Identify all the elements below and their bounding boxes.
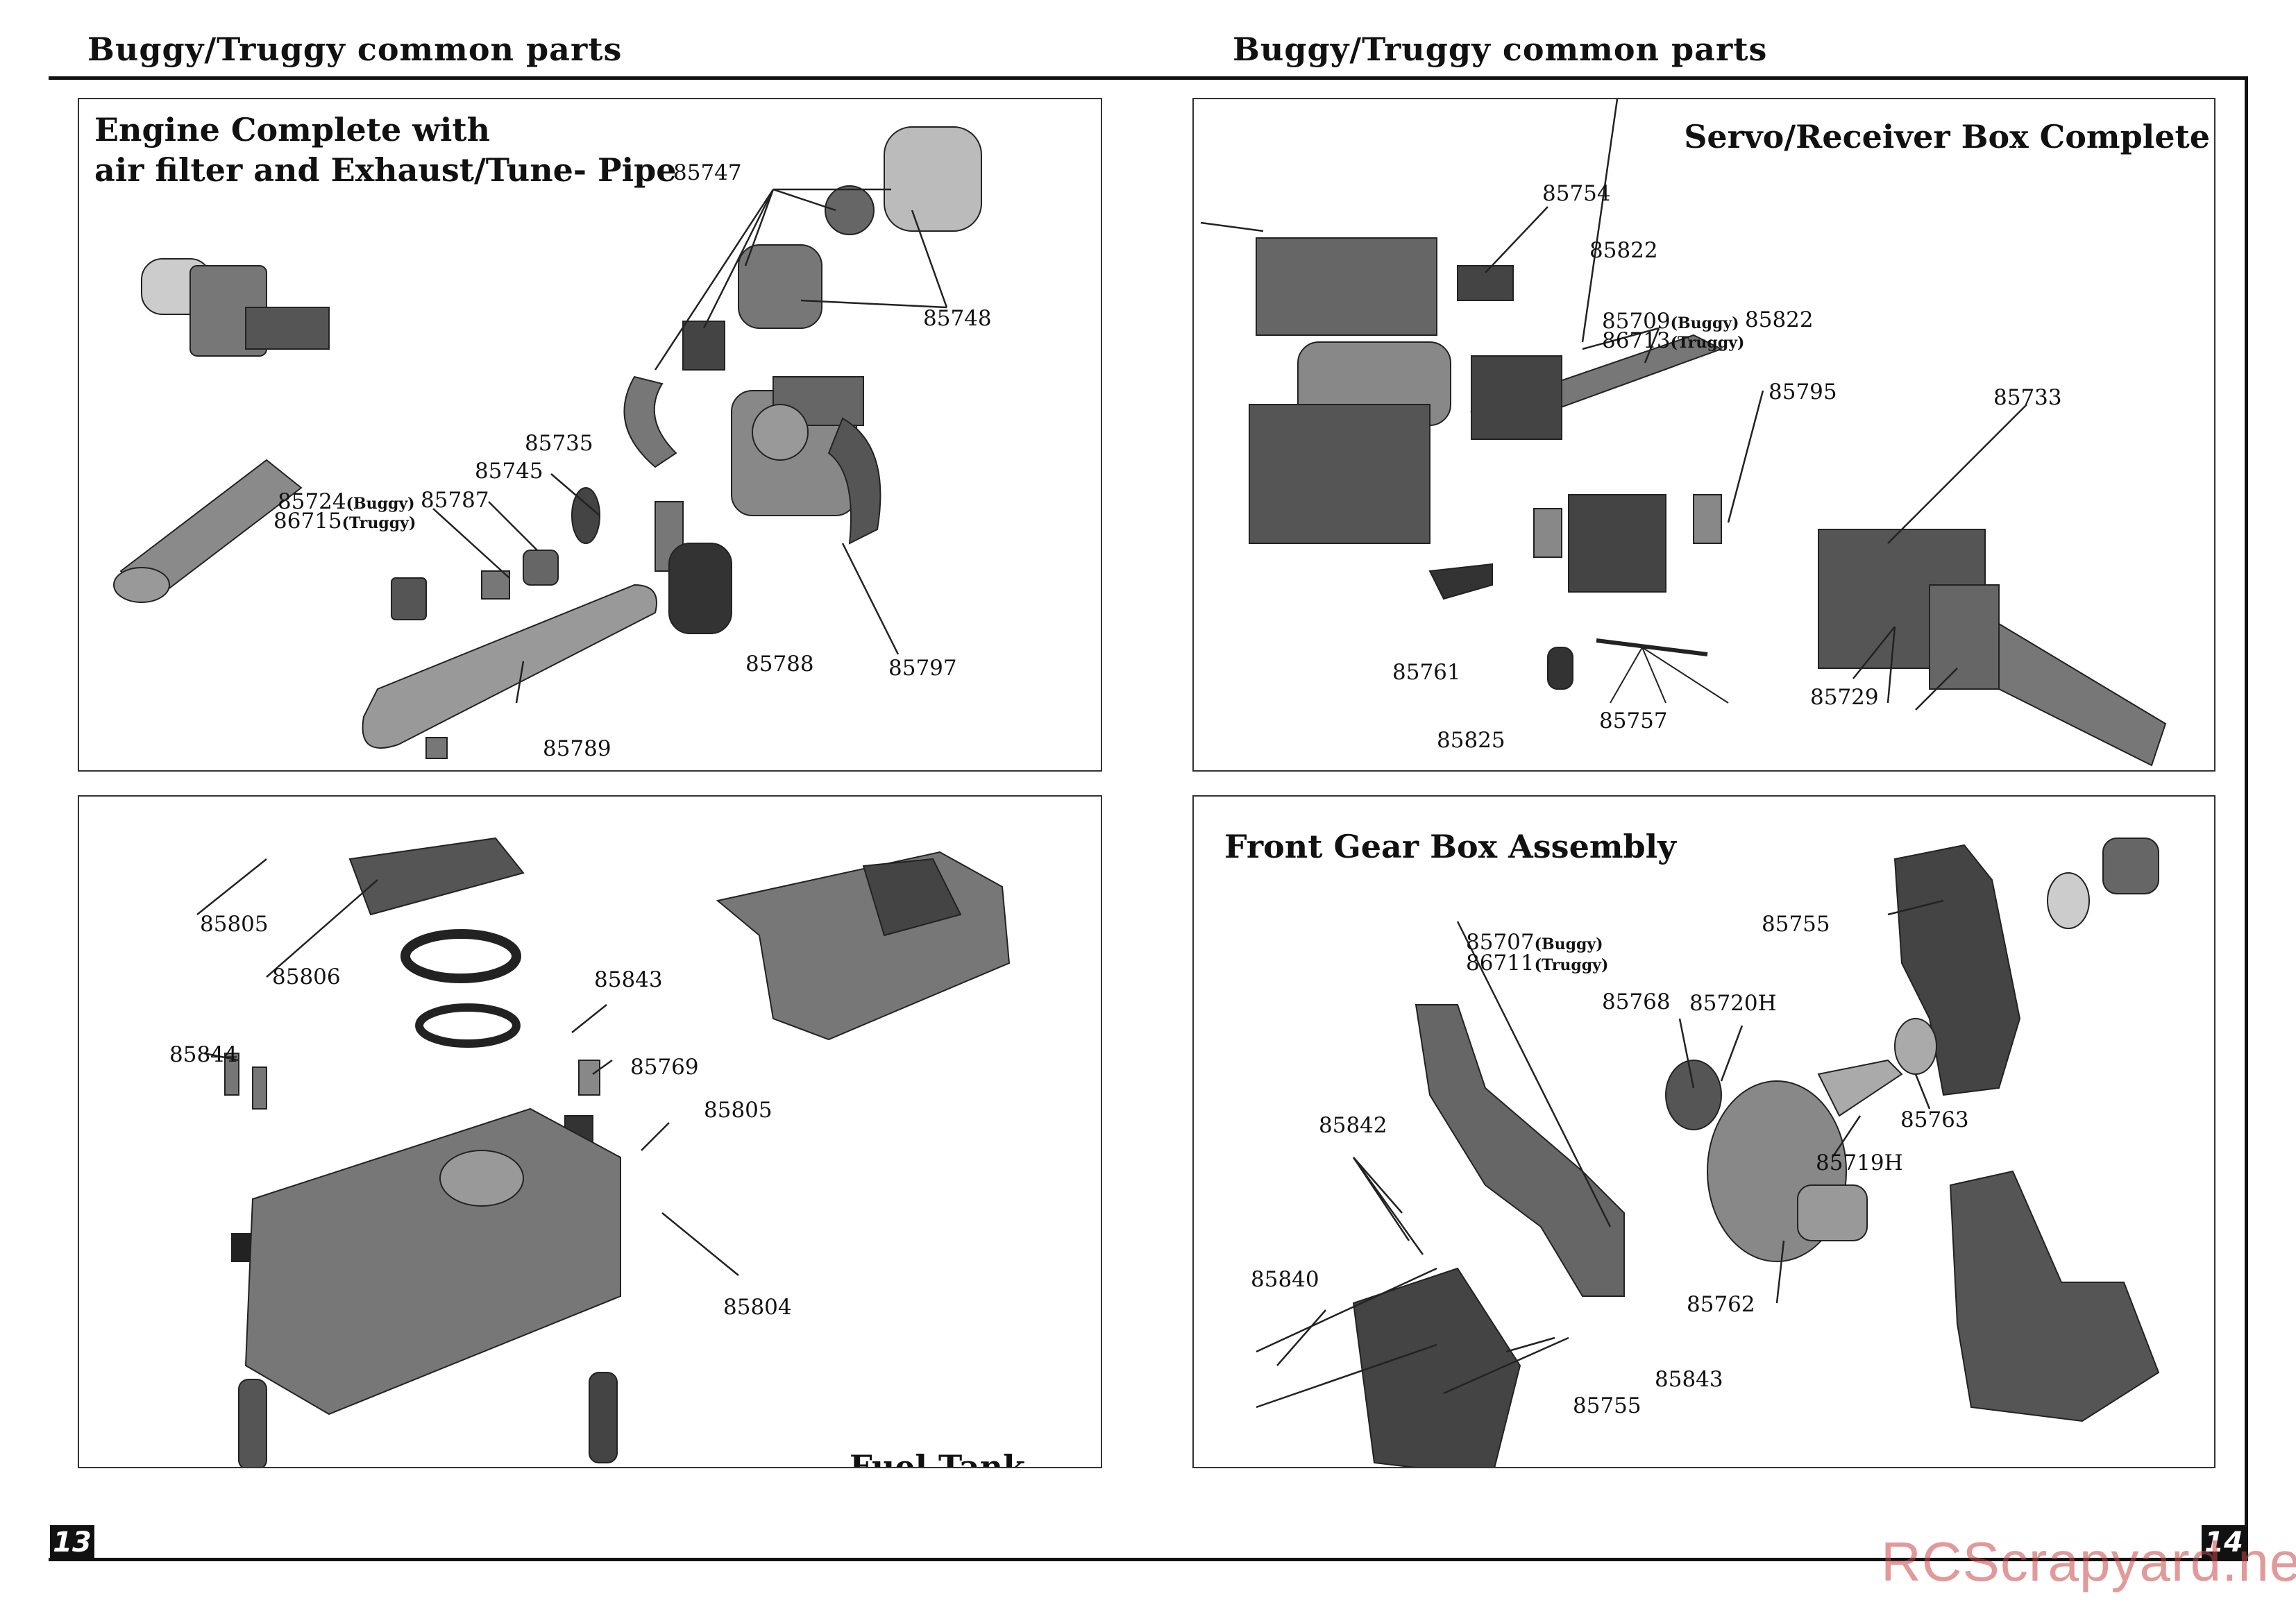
part-label-85755-bottom: 85755: [1573, 1393, 1641, 1418]
buggy-note: (Buggy): [1534, 935, 1603, 953]
part-label-85709: 85709(Buggy): [1602, 309, 1739, 334]
part-label-85769: 85769: [630, 1055, 699, 1080]
part-label-85843: 85843: [1655, 1367, 1723, 1392]
site-watermark: RCScrapyard.net: [1881, 1531, 2296, 1592]
part-label-85762: 85762: [1687, 1292, 1755, 1317]
part-label-85806: 85806: [272, 965, 341, 989]
part-label-85768: 85768: [1602, 989, 1671, 1014]
part-label-85729: 85729: [1810, 685, 1879, 710]
part-label-85719H: 85719H: [1816, 1150, 1903, 1175]
part-label-85843: 85843: [594, 967, 663, 992]
fuel-tank-panel: Fuel Tank 85805 85806 85843 85769 85844 …: [78, 795, 1102, 1468]
engine-panel: Engine Complete with air filter and Exha…: [78, 98, 1102, 772]
part-label-85805-top: 85805: [200, 912, 269, 937]
part-label-85755-top: 85755: [1762, 912, 1830, 937]
part-label-85754: 85754: [1542, 181, 1611, 206]
gearbox-exploded-diagram: [1256, 838, 2160, 1467]
part-label-85789: 85789: [543, 736, 611, 761]
part-label-85787: 85787: [421, 488, 489, 513]
part-label-85707: 85707(Buggy): [1466, 930, 1603, 955]
part-label-85757: 85757: [1599, 708, 1668, 733]
part-label-85748: 85748: [923, 306, 992, 331]
part-label-85804: 85804: [723, 1295, 792, 1320]
part-label-85842: 85842: [1319, 1113, 1387, 1138]
engine-title-line2: air filter and Exhaust/Tune- Pipe: [94, 151, 677, 189]
buggy-note: (Buggy): [346, 495, 415, 513]
right-page-header: Buggy/Truggy common parts: [1233, 31, 1768, 68]
fuel-tank-exploded-diagram: [196, 837, 1011, 1467]
servo-title: Servo/Receiver Box Complete: [1684, 118, 2210, 155]
page-frame: [49, 76, 2248, 1561]
part-label-85735: 85735: [525, 431, 593, 456]
part-label-85724: 85724(Buggy): [278, 489, 415, 514]
left-page-number: 13: [50, 1525, 94, 1560]
servo-exploded-diagram: [1200, 99, 2167, 767]
part-label-85795: 85795: [1769, 380, 1837, 405]
truggy-note: (Truggy): [1534, 956, 1609, 974]
part-label-85745: 85745: [475, 459, 543, 484]
part-label-85840: 85840: [1251, 1267, 1319, 1292]
part-label-85763: 85763: [1900, 1107, 1969, 1132]
part-label-86715: 86715(Truggy): [273, 509, 416, 534]
engine-exploded-diagram: [113, 126, 982, 759]
part-label-85788: 85788: [745, 652, 814, 677]
front-gearbox-panel: Front Gear Box Assembly 85755 85707(Bugg…: [1192, 795, 2215, 1468]
part-label-85825: 85825: [1437, 728, 1505, 753]
right-page-number: 14: [2202, 1525, 2246, 1560]
fuel-tank-title: Fuel Tank: [850, 1448, 1025, 1468]
part-label-85733: 85733: [1993, 385, 2062, 410]
part-label-85797: 85797: [888, 656, 957, 681]
part-label-85720H: 85720H: [1689, 991, 1777, 1016]
truggy-note: (Truggy): [341, 514, 416, 532]
part-label-86713: 86713(Truggy): [1602, 328, 1745, 353]
part-label-85805-right: 85805: [704, 1098, 773, 1123]
left-page-header: Buggy/Truggy common parts: [87, 31, 623, 68]
part-label-85822-right: 85822: [1745, 307, 1814, 332]
truggy-note: (Truggy): [1670, 334, 1745, 352]
part-label-85747: 85747: [673, 160, 742, 185]
gearbox-title: Front Gear Box Assembly: [1224, 828, 1676, 865]
part-label-85844: 85844: [169, 1042, 238, 1067]
part-label-85822-top: 85822: [1589, 238, 1658, 263]
servo-receiver-panel: Servo/Receiver Box Complete 85754 85822 …: [1192, 98, 2215, 772]
buggy-note: (Buggy): [1670, 314, 1739, 332]
part-label-85761: 85761: [1392, 660, 1461, 685]
engine-title-line1: Engine Complete with: [94, 111, 491, 148]
part-label-86711: 86711(Truggy): [1466, 951, 1609, 976]
